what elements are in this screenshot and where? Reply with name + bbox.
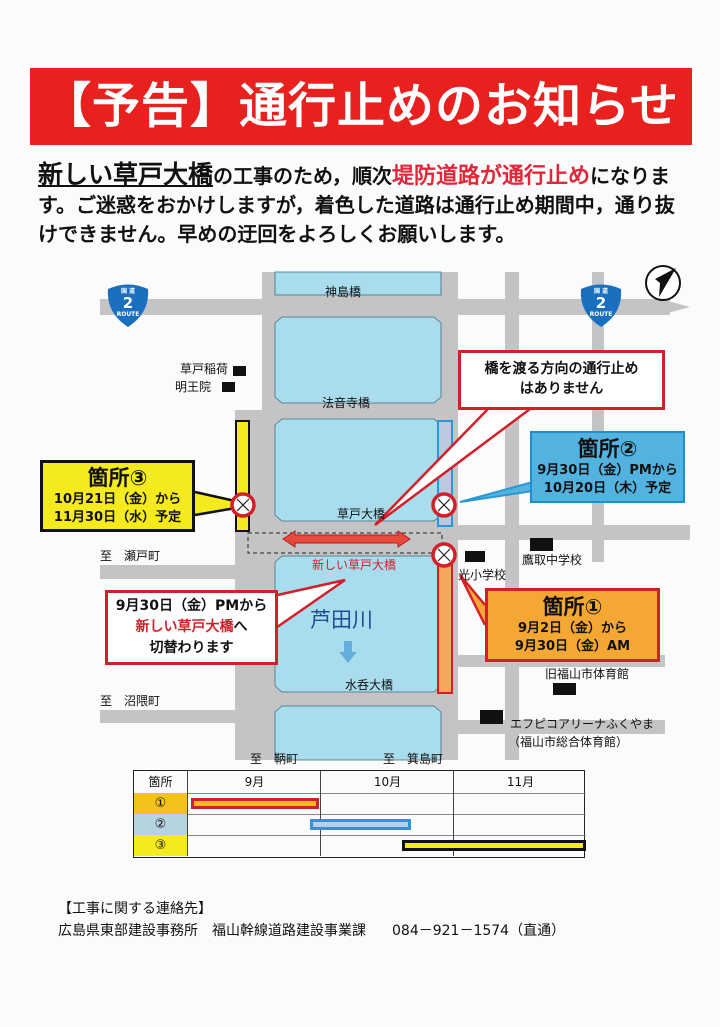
route-sign-number: 2: [122, 294, 134, 312]
schedule-column-divider: [187, 793, 188, 814]
intro-bridge-name: 新しい草戸大橋: [38, 160, 214, 189]
bridge-label: 法音寺橋: [322, 396, 371, 410]
bridge-label: 水呑大橋: [345, 678, 394, 692]
site-1-title: 箇所①: [542, 595, 603, 619]
site-1-line1: 9月2日（金）から: [517, 621, 628, 636]
place-label: 鷹取中学校: [522, 553, 583, 567]
schedule-row-divider: [134, 814, 586, 815]
schedule-month: 9月: [187, 771, 321, 793]
new-bridge-arrow: [282, 530, 411, 548]
schedule-column-divider: [320, 793, 321, 814]
callout-tail-1: [458, 574, 487, 626]
closure-bar-1: [437, 559, 453, 694]
site-1-callout: 箇所① 9月2日（金）から 9月30日（金）AM: [485, 588, 660, 662]
contact-heading: 【工事に関する連絡先】: [58, 901, 212, 917]
schedule-header-label: 箇所: [148, 775, 173, 789]
site-2-line1: 9月30日（金）PMから: [537, 463, 678, 478]
intro-text-4: になります。ご迷惑をおかけしますが，着色した道路は通行止め期間中，通り抜けできま…: [38, 164, 675, 246]
destination-label: 至 箕島町: [383, 752, 444, 766]
schedule-bar-2: [309, 819, 411, 830]
intro-text-2: の工事のため，順次: [213, 164, 393, 188]
river-label: 芦田川: [310, 608, 373, 632]
title-banner: 【予告】通行止めのお知らせ: [30, 68, 692, 145]
notice-top-line1: 橋を渡る方向の通行止め: [484, 361, 639, 377]
schedule-column-divider: [453, 793, 454, 814]
contact-office: 広島県東部建設事務所 福山幹線道路建設事業課: [58, 923, 366, 939]
bridge-label-new: 新しい草戸大橋: [312, 558, 397, 572]
site-3-line2: 11月30日（水）予定: [53, 510, 182, 525]
building-markers: [222, 366, 576, 724]
schedule-month: 10月: [320, 771, 454, 793]
switch-to: へ: [233, 619, 248, 635]
place-label: 旧福山市体育館: [545, 667, 630, 681]
river: [274, 271, 442, 761]
flow-arrow-icon: [339, 641, 357, 663]
schedule-column-divider: [453, 814, 454, 835]
route-sign-bottom: ROUTE: [589, 311, 613, 318]
intro-closure: 堤防道路が通行止め: [392, 164, 591, 189]
place-label: 光小学校: [458, 568, 507, 582]
notice-no-crossing-closure: 橋を渡る方向の通行止めはありません: [458, 350, 665, 410]
schedule-bar-3: [401, 840, 586, 851]
contact-phone: 084－921－1574（直通）: [392, 923, 566, 939]
intro-text: 新しい草戸大橋の工事のため，順次堤防道路が通行止めになります。ご迷惑をおかけしま…: [38, 160, 693, 249]
no-entry-cross: [236, 498, 451, 562]
compass-icon: [645, 265, 681, 301]
destination-label: 至 瀬戸町: [100, 549, 161, 563]
site-3-callout: 箇所③ 10月21日（金）から 11月30日（水）予定: [40, 460, 195, 532]
switch-bridge-name: 新しい草戸大橋: [135, 619, 234, 635]
notice-top-line2: はありません: [519, 381, 604, 397]
switch-line1: 9月30日（金）PMから: [115, 598, 268, 614]
site-1-line2: 9月30日（金）AM: [514, 639, 631, 654]
schedule-row-divider: [134, 793, 586, 794]
place-label: 明王院: [175, 380, 212, 394]
switch-line3: 切替わります: [149, 640, 234, 656]
schedule-month: 11月: [453, 771, 587, 793]
route-sign-number: 2: [595, 294, 607, 312]
schedule-column-divider: [320, 835, 321, 856]
route-2-icon: [107, 284, 622, 327]
schedule-column-divider: [187, 814, 188, 835]
bridge-label: 神島橋: [325, 285, 362, 299]
route-sign-bottom: ROUTE: [116, 311, 140, 318]
schedule-row-label: ③: [134, 835, 187, 856]
bridge-label: 草戸大橋: [337, 507, 386, 521]
callout-tail-2: [459, 479, 541, 503]
notice-bridge-switch: 9月30日（金）PMから新しい草戸大橋へ切替わります: [105, 590, 278, 665]
route-sign-top: 国 道: [593, 288, 609, 295]
schedule-bar-1: [191, 798, 319, 809]
site-2-line2: 10月20日（木）予定: [543, 481, 672, 496]
site-3-title: 箇所③: [87, 466, 148, 490]
site-2-callout: 箇所② 9月30日（金）PMから 10月20日（木）予定: [530, 431, 685, 503]
site-3-line1: 10月21日（金）から: [53, 492, 182, 507]
destination-label: 至 沼隈町: [100, 694, 161, 708]
callout-tail-top: [374, 407, 531, 527]
place-label: 草戸稲荷: [180, 362, 229, 376]
site-2-title: 箇所②: [577, 437, 638, 461]
route-sign-top: 国 道: [120, 288, 136, 295]
schedule-row-divider: [134, 835, 586, 836]
place-label: エフピコアリーナふくやま: [510, 717, 655, 731]
schedule-column-divider: [187, 835, 188, 856]
place-label: （福山市総合体育館）: [508, 735, 629, 749]
destination-label: 至 鞆町: [250, 752, 299, 766]
schedule-row-label: ①: [134, 793, 187, 814]
contact-info: 【工事に関する連絡先】 広島県東部建設事務所 福山幹線道路建設事業課 084－92…: [58, 898, 565, 942]
schedule-row-label: ②: [134, 814, 187, 835]
